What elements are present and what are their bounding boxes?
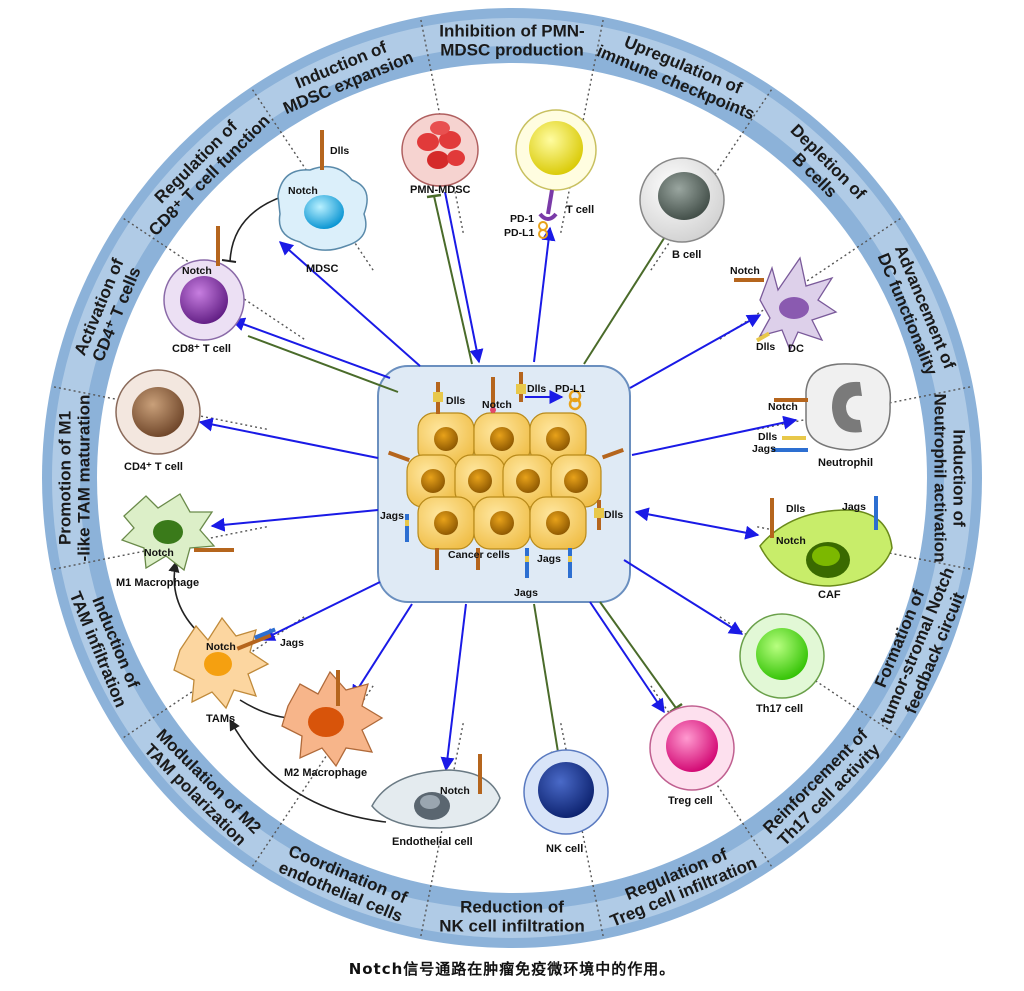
b-cell-label: B cell (672, 249, 701, 261)
neutrophil-notch-label: Notch (768, 401, 798, 413)
cancer-cell (529, 412, 587, 466)
cancer-cell (502, 454, 554, 508)
t-cell-label: T cell (566, 204, 594, 216)
m1-label: M1 Macrophage (116, 577, 199, 589)
center-receptors (387, 372, 624, 578)
th17-cell (739, 613, 825, 699)
sector-divider (122, 217, 305, 340)
tam-notch-label: Notch (206, 641, 236, 653)
m1-notch-label: Notch (144, 547, 174, 559)
treg-label: Treg cell (668, 795, 713, 807)
sector-divider (420, 723, 464, 938)
ring-label-0: Inhibition of PMN-MDSC production (439, 22, 584, 60)
ring-label-12: Promotion of M1-like TAM maturation (56, 395, 94, 562)
tam-jags-label: Jags (280, 637, 304, 649)
treg-cell (649, 705, 735, 791)
tams-cell (173, 616, 276, 710)
center-dlls-3-label: Dlls (604, 509, 623, 521)
t-cell (515, 109, 597, 239)
center-notch-label: Notch (482, 399, 512, 411)
center-jags-3-label: Jags (514, 587, 538, 599)
cancer-cell-cluster (406, 412, 602, 550)
center-dlls-2-label: Dlls (527, 383, 546, 395)
caf-notch-label: Notch (776, 535, 806, 547)
mdsc-dlls-label: Dlls (330, 145, 349, 157)
sector-divider (52, 526, 267, 570)
sector-divider (560, 18, 604, 233)
sector-divider (52, 386, 267, 430)
endothelial-cell (371, 754, 501, 829)
mdsc-cell (277, 130, 368, 251)
nk-label: NK cell (546, 843, 583, 855)
ring-label-line: NK cell infiltration (439, 917, 584, 936)
center-jags-1-label: Jags (380, 510, 404, 522)
cd8-t-cell (163, 226, 245, 341)
ring-label-line: Promotion of M1 (56, 411, 75, 545)
mdsc-label: MDSC (306, 263, 338, 275)
cancer-cell (454, 454, 506, 508)
ring-label-line: -like TAM maturation (75, 395, 94, 562)
m1-macrophage-cell (120, 493, 234, 572)
figure-caption: Notch信号通路在肿瘤免疫微环境中的作用。 (348, 960, 676, 978)
m2-macrophage-cell (281, 670, 384, 768)
caf-label: CAF (818, 589, 841, 601)
tams-label: TAMs (206, 713, 235, 725)
cd8-label: CD8⁺ T cell (172, 343, 231, 355)
pd1-label: PD-1 (510, 213, 534, 225)
cd4-t-cell (115, 369, 201, 455)
center-cancer-cells-label: Cancer cells (448, 549, 510, 561)
dc-notch-label: Notch (730, 265, 760, 277)
cancer-cell (417, 496, 475, 550)
center-dlls-1-label: Dlls (446, 395, 465, 407)
ring-label-line: Neutrophil activation (931, 393, 950, 562)
dc-dlls-label: Dlls (756, 341, 775, 353)
center-pdl1-label: PD-L1 (555, 383, 585, 395)
dc-label: DC (788, 343, 804, 355)
pmn-mdsc-label: PMN-MDSC (410, 184, 471, 196)
neutrophil-dlls-label: Dlls (758, 431, 777, 443)
dc-cell (734, 256, 838, 352)
b-cell (639, 157, 725, 243)
ring-label-line: Inhibition of PMN- (439, 22, 584, 41)
mdsc-notch-label: Notch (288, 185, 318, 197)
m2-label: M2 Macrophage (284, 767, 367, 779)
neutrophil-jags-label: Jags (752, 443, 776, 455)
pdl1-label: PD-L1 (504, 227, 534, 239)
endothelial-label: Endothelial cell (392, 836, 473, 848)
nk-cell (523, 749, 609, 835)
ring-label-line: MDSC production (440, 41, 584, 60)
th17-label: Th17 cell (756, 703, 803, 715)
cancer-cell (473, 496, 531, 550)
center-jags-2-label: Jags (537, 553, 561, 565)
cd4-label: CD4⁺ T cell (124, 461, 183, 473)
caf-cell (759, 496, 893, 587)
cd8-notch-label: Notch (182, 265, 212, 277)
endothelial-notch-label: Notch (440, 785, 470, 797)
pmn-mdsc-cell (401, 113, 479, 187)
ring-label-line: Reduction of (460, 898, 564, 917)
caf-jags-label: Jags (842, 501, 866, 513)
neutrophil-label: Neutrophil (818, 457, 873, 469)
caf-dlls-label: Dlls (786, 503, 805, 515)
sector-divider (420, 18, 464, 233)
ring-label-line: Induction of (950, 429, 969, 527)
cancer-cell (529, 496, 587, 550)
neutrophil-cell (772, 363, 892, 452)
